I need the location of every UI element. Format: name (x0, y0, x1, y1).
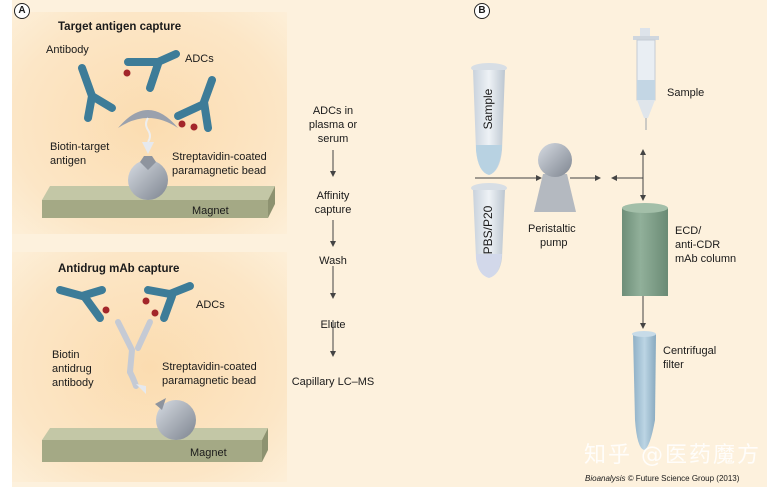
biotin-antidrug-antibody (115, 319, 153, 389)
bead-label-top-2: paramagnetic bead (172, 165, 267, 177)
biotin-target-label-1: Biotin-target (50, 141, 110, 153)
panel-b-label: B (474, 3, 490, 19)
adcs-label-bottom: ADCs (196, 299, 225, 311)
magnet-label-top: Magnet (192, 205, 229, 217)
antibody-label: Antibody (46, 44, 89, 56)
magnet-label-bottom: Magnet (190, 447, 227, 459)
bead-label-bottom-1: Streptavidin-coated (162, 361, 257, 373)
column-label-1: ECD/ (675, 225, 702, 237)
biotin-target-label-2: antigen (50, 155, 87, 167)
biotin-antidrug-label-3: antibody (52, 377, 94, 389)
workflow-step-2-line-1: Affinity (316, 190, 350, 202)
workflow-step-1-line-1: ADCs in (312, 105, 354, 117)
flow-lines (475, 149, 646, 329)
bead-top (128, 156, 168, 200)
target-capture-title: Target antigen capture (58, 21, 182, 33)
drug-payloads-top (123, 69, 198, 131)
adcs-label-top: ADCs (185, 53, 214, 65)
filter-label-1: Centrifugal (663, 345, 717, 357)
sample-tube (471, 63, 507, 175)
biotin-antidrug-label-1: Biotin (52, 349, 80, 361)
workflow-step-3: Wash (293, 254, 373, 268)
peristaltic-pump (534, 143, 576, 212)
buffer-tube (471, 183, 507, 278)
panel-a-label: A (14, 3, 30, 19)
credit-journal: Bioanalysis (585, 474, 626, 483)
antidrug-capture-title: Antidrug mAb capture (58, 263, 180, 275)
adc-top-1 (124, 50, 180, 92)
syringe (633, 28, 659, 130)
adc-top-2 (174, 76, 216, 132)
biotin-target-antigen (118, 110, 178, 154)
mab-column (622, 203, 668, 296)
adc-bottom-1 (56, 286, 106, 322)
workflow-step-5: Capillary LC–MS (278, 375, 388, 389)
workflow-step-2-line-2: capture (314, 204, 352, 216)
workflow-step-2: Affinity capture (293, 189, 373, 217)
workflow-step-1: ADCs in plasma or serum (293, 104, 373, 146)
adc-bottom-2 (144, 282, 194, 322)
workflow-step-1-line-2: plasma or (308, 119, 358, 131)
watermark: 知乎 @医药魔方 (584, 443, 761, 468)
bead-bottom (155, 398, 196, 440)
workflow-step-5-line-1: Capillary LC–MS (291, 376, 375, 388)
workflow-step-1-line-3: serum (317, 133, 349, 145)
pump-label-2: pump (540, 237, 568, 249)
column-label-3: mAb column (675, 253, 737, 265)
sample-tube-label: Sample (481, 88, 495, 130)
buffer-tube-label: PBS/P20 (481, 205, 495, 255)
drug-payloads-bottom (102, 297, 159, 317)
bead-label-bottom-2: paramagnetic bead (162, 375, 257, 387)
workflow-step-3-line-1: Wash (319, 255, 347, 267)
magnet-bottom (42, 428, 268, 462)
column-label-2: anti-CDR (675, 239, 721, 251)
credit-line: Bioanalysis © Future Science Group (2013… (585, 472, 739, 486)
filter-label-2: filter (663, 359, 684, 371)
centrifugal-filter (632, 331, 656, 450)
biotin-tag-bottom (136, 384, 146, 394)
credit-rest: © Future Science Group (2013) (625, 474, 740, 483)
biotin-antidrug-label-2: antidrug (52, 363, 92, 375)
workflow-step-4-line-1: Elute (320, 319, 346, 331)
workflow-step-4: Elute (293, 318, 373, 332)
syringe-sample-label: Sample (667, 87, 705, 99)
pump-label-1: Peristaltic (528, 223, 576, 235)
antibody-free (78, 64, 116, 122)
bead-label-top-1: Streptavidin-coated (172, 151, 267, 163)
